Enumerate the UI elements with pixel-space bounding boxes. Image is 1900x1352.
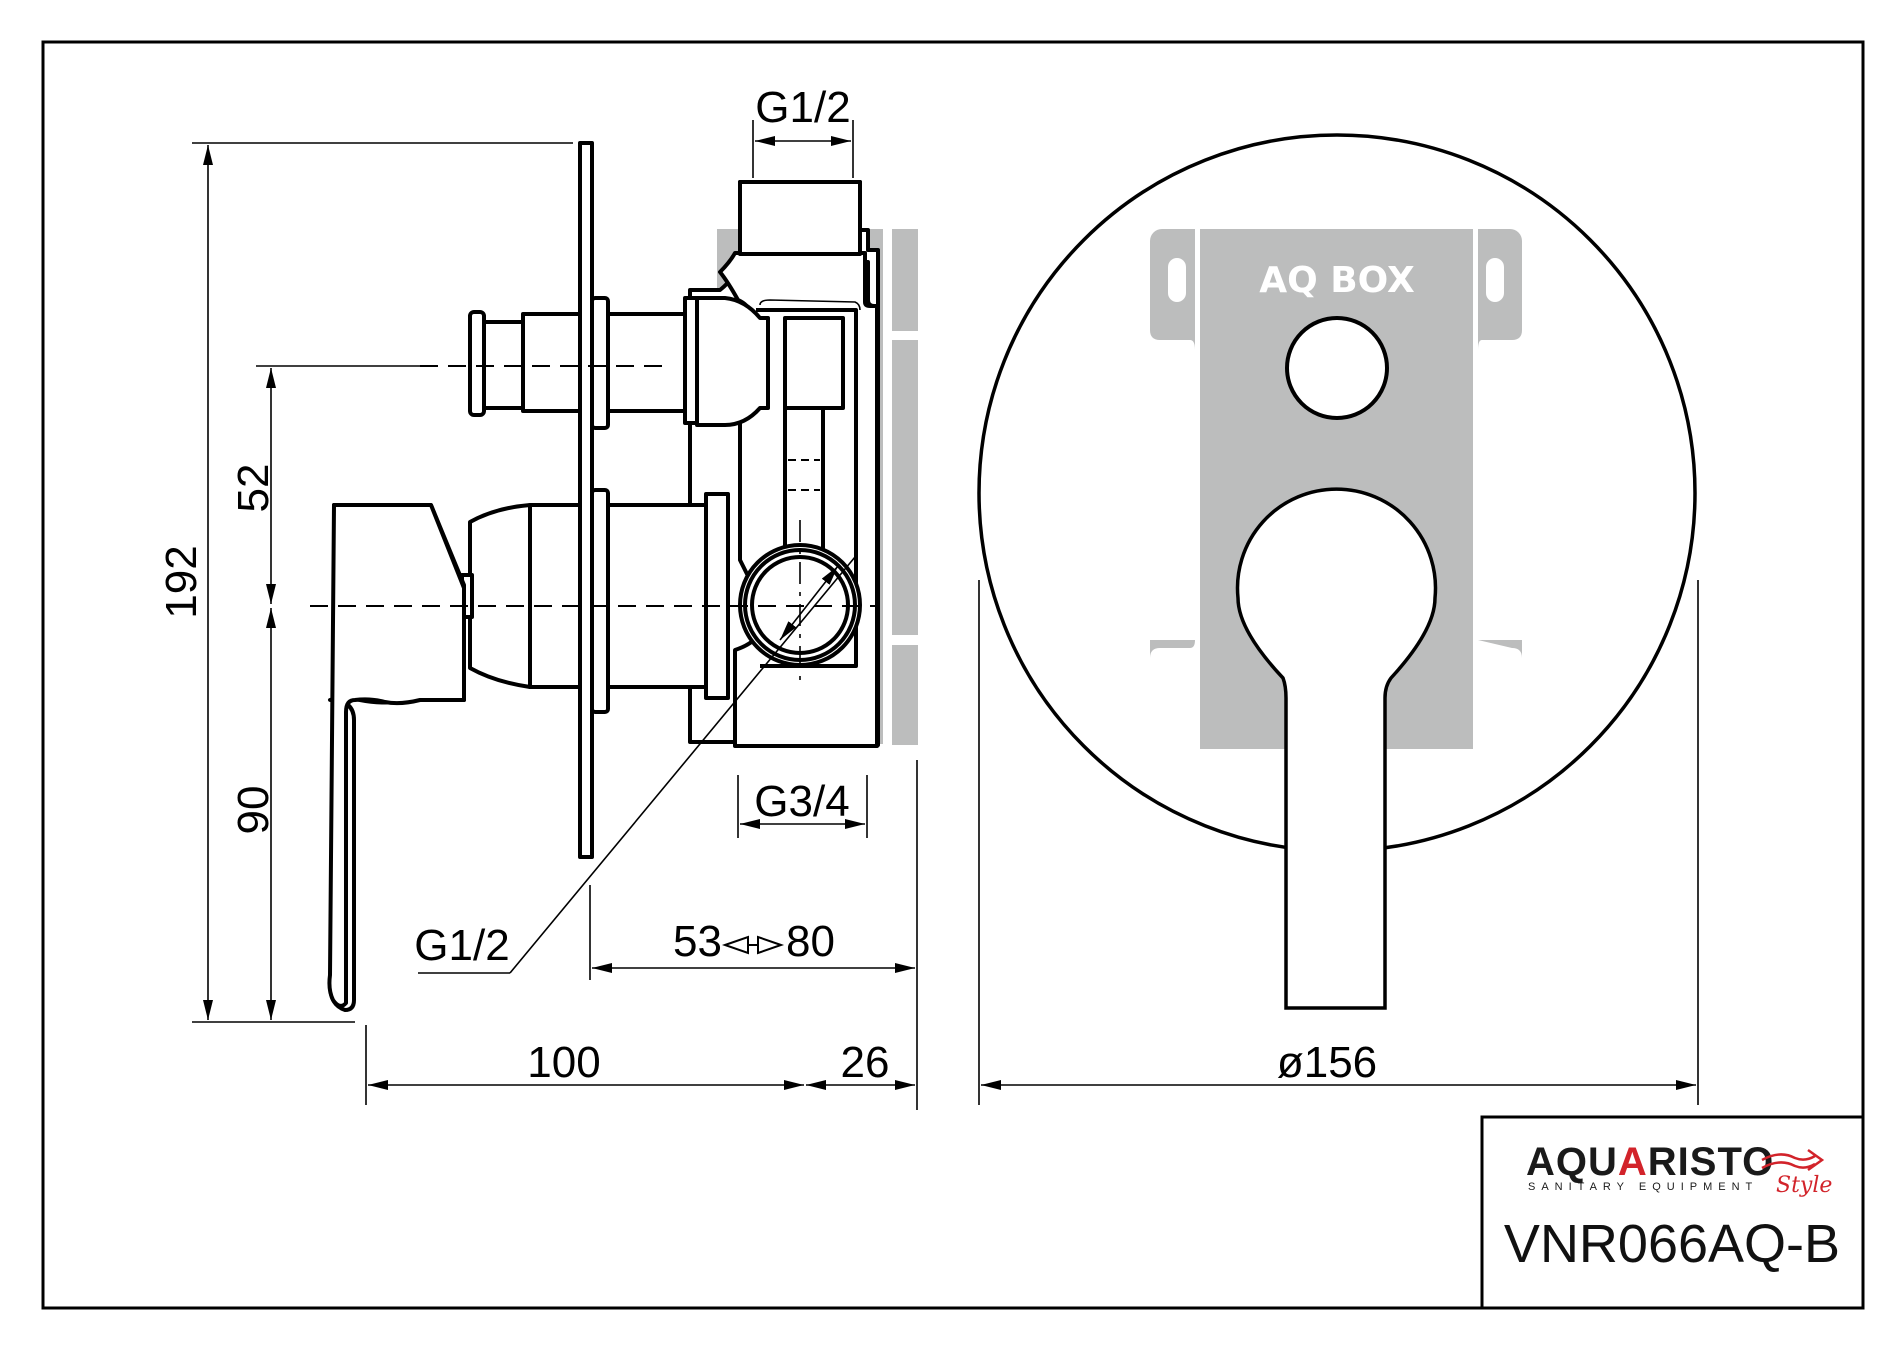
dim-label-g34: G3/4 [754,777,849,826]
side-view [310,141,920,1012]
dim-label-52: 52 [229,464,278,513]
dim-label-depth-max: 80 [786,917,835,966]
front-view: AQ BOX ø156 [977,133,1699,1105]
dim-label-192: 192 [157,545,206,618]
mount-slot [1168,676,1186,720]
product-code: VNR066AQ-B [1504,1214,1840,1274]
arrow-swirl-icon [1761,1148,1825,1172]
brand-logo: AQUARISTO SANITARY EQUIPMENT Style [1526,1140,1832,1198]
dim-label-26: 26 [841,1038,890,1087]
dim-label-top-g12: G1/2 [755,83,850,132]
mount-slot [1168,258,1186,302]
dimensions: 192 52 90 G1/2 G3/4 G1/2 53 80 [157,83,918,1110]
front-lever [1235,487,1438,1010]
drawing-frame [41,40,1865,1310]
cartridge-cap [468,503,532,689]
dim-label-90: 90 [229,786,278,835]
brand-script: Style [1776,1173,1832,1198]
brand-name-accent: A [1618,1140,1648,1184]
brand-name-suffix: RISTO [1648,1140,1775,1184]
title-block: AQUARISTO SANITARY EQUIPMENT Style VNR06… [1480,1115,1865,1310]
dim-label-100: 100 [527,1038,600,1087]
dim-label-depth-min: 53 [673,917,722,966]
diverter-hole [1285,316,1389,420]
brand-name-prefix: AQU [1526,1140,1618,1184]
mount-slot [1486,676,1504,720]
diverter-knob [468,310,486,417]
dim-label-side-g12: G1/2 [414,921,509,970]
brand-tagline: SANITARY EQUIPMENT [1528,1181,1758,1193]
dim-label-diameter: ø156 [1277,1038,1377,1087]
svg-text:AQUARISTO: AQUARISTO [1526,1140,1774,1184]
aq-box-label: AQ BOX [1259,260,1415,301]
mount-slot [1486,258,1504,302]
diverter-sleeve [606,312,687,413]
range-arrow-icon [721,935,785,955]
cartridge-sleeve [606,503,708,689]
